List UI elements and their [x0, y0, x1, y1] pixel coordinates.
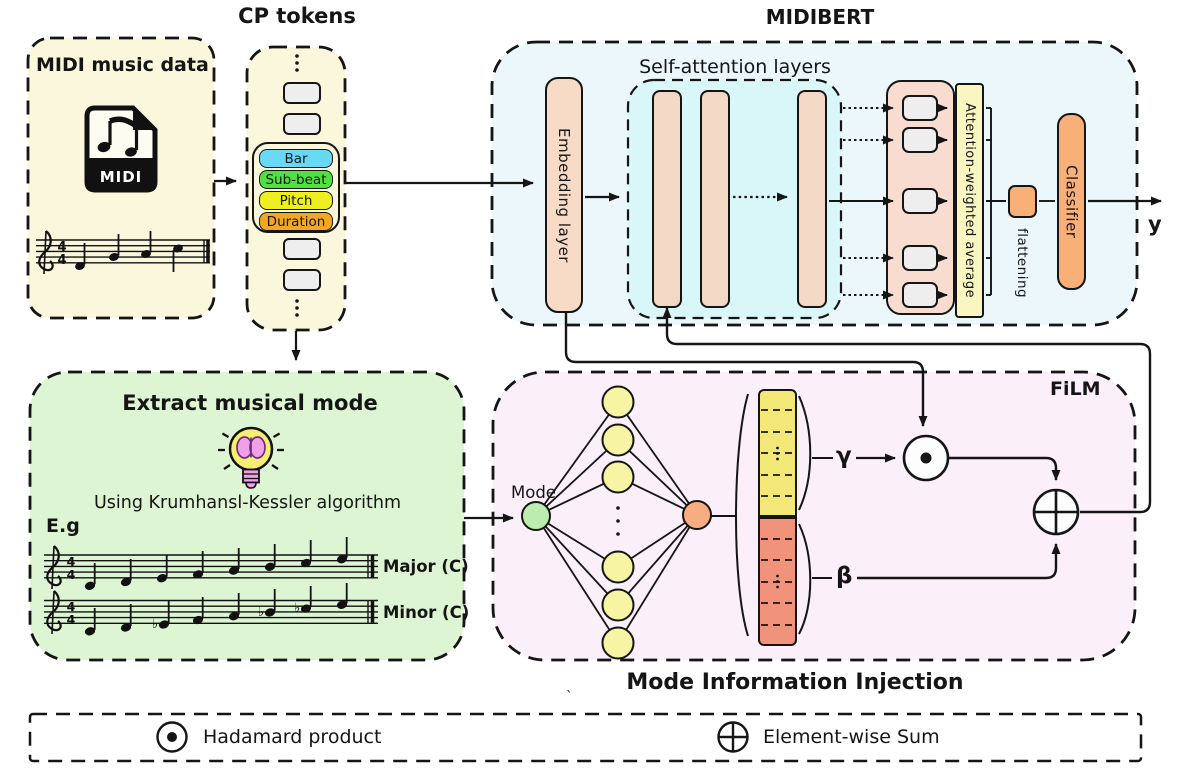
hadamard-operator — [902, 434, 950, 482]
gamma-vector — [758, 389, 797, 517]
cp-token-pitch: Pitch — [259, 191, 333, 210]
output-token-3 — [902, 188, 938, 214]
output-token-5 — [902, 282, 938, 308]
midi-staff — [36, 230, 210, 275]
beta-vector — [758, 517, 797, 646]
svg-text:4: 4 — [57, 240, 66, 255]
svg-text:4: 4 — [67, 612, 76, 627]
line-sum-to-attention — [662, 307, 1152, 514]
cp-token-below-2 — [283, 269, 321, 291]
treble-clef — [38, 230, 54, 272]
legend-sum-icon — [717, 721, 749, 753]
self-attention-bar-1 — [652, 90, 682, 308]
gamma-label: γ — [836, 443, 852, 469]
legend-hadamard-icon — [156, 721, 188, 753]
svg-text:4: 4 — [57, 253, 66, 268]
midibert-title: MIDIBERT — [765, 5, 875, 29]
svg-text:4: 4 — [67, 599, 76, 614]
mode-input-label: Mode — [511, 483, 556, 502]
cp-token-bar: Bar — [259, 149, 333, 168]
attention-weighted-average-bar: Attention-weighted average — [955, 83, 984, 318]
classifier-label: Classifier — [1062, 164, 1081, 239]
output-y-label: y — [1148, 212, 1162, 236]
classifier-bar: Classifier — [1057, 113, 1086, 290]
cp-token-above-2 — [283, 113, 321, 135]
major-label: Major (C) — [383, 557, 469, 576]
film-title: FiLM — [1050, 378, 1101, 400]
example-label: E.g — [46, 515, 80, 537]
attention-weighted-average-label: Attention-weighted average — [962, 102, 977, 299]
output-node — [682, 500, 712, 530]
mode-input-node — [521, 501, 551, 531]
cp-token-above-1 — [283, 82, 321, 104]
cp-token-below-1 — [283, 238, 321, 260]
cp-tokens-title: CP tokens — [238, 4, 356, 28]
extract-mode-title: Extract musical mode — [122, 391, 378, 415]
output-token-1 — [902, 95, 938, 121]
embedding-layer-bar: Embedding layer — [545, 77, 583, 313]
line-beta-to-sum — [857, 543, 1061, 580]
embedding-layer-label: Embedding layer — [555, 127, 573, 263]
output-token-4 — [902, 245, 938, 271]
flat-sign: ♭ — [294, 601, 300, 616]
line-hadamard-to-sum — [948, 456, 1061, 481]
cp-token-subbeat: Sub-beat — [259, 170, 333, 189]
major-staff — [44, 545, 378, 590]
legend-box — [28, 712, 1143, 763]
midi-icon-label: MIDI — [100, 168, 143, 186]
hidden-nodes-ellipsis — [616, 506, 620, 536]
midi-data-box — [26, 36, 216, 320]
self-attention-bar-3 — [797, 90, 827, 308]
self-attention-title: Self-attention layers — [639, 56, 831, 78]
flat-sign: ♭ — [258, 605, 264, 620]
minor-staff-notes: 4 4 ♭ ♭ ♭ — [67, 583, 348, 636]
treble-clef — [46, 545, 62, 587]
stray-mark: ` — [566, 690, 573, 705]
nn-edges — [535, 401, 698, 644]
flattening-label: flattening — [1014, 228, 1030, 299]
midi-file-icon: MIDI — [84, 105, 158, 193]
legend-sum-label: Element-wise Sum — [763, 726, 940, 748]
major-staff-notes: 4 4 — [67, 537, 348, 590]
line-embedding-to-hadamard — [564, 313, 928, 427]
legend-hadamard-label: Hadamard product — [203, 726, 382, 748]
film-box — [491, 370, 1137, 662]
algorithm-subtitle: Using Krumhansl-Kessler algorithm — [93, 493, 401, 513]
svg-text:4: 4 — [67, 554, 76, 569]
minor-label: Minor (C) — [383, 603, 470, 622]
self-attention-bar-2 — [700, 90, 730, 308]
midi-box-title: MIDI music data — [36, 54, 209, 76]
svg-text:4: 4 — [67, 567, 76, 582]
flat-sign: ♭ — [152, 617, 158, 632]
midi-staff-notes: 4 4 — [57, 231, 183, 272]
brain-bulb-icon — [218, 426, 284, 489]
hidden-nodes — [601, 385, 635, 660]
flattening-block — [1008, 185, 1037, 218]
output-token-2 — [902, 127, 938, 153]
beta-label: β — [836, 563, 853, 589]
sum-operator — [1032, 488, 1080, 536]
minor-staff — [44, 590, 378, 635]
section-title: Mode Information Injection — [626, 670, 964, 695]
cp-token-duration: Duration — [259, 212, 333, 231]
treble-clef — [46, 590, 62, 632]
